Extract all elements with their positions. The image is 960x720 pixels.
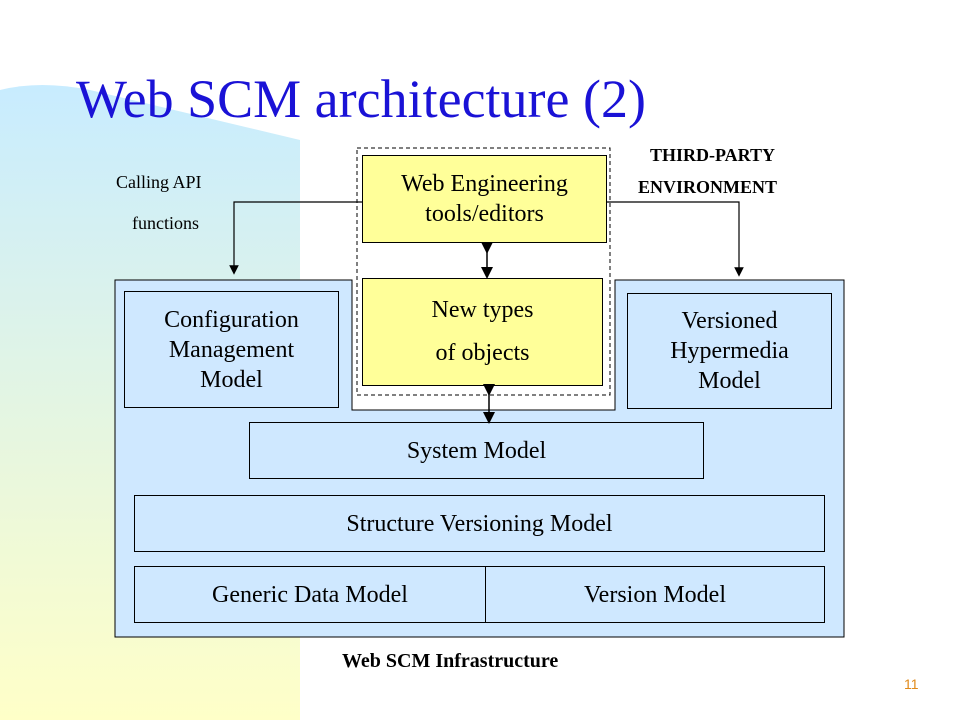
calling-api-label-2: functions <box>132 213 199 233</box>
config-mgmt-box: Configuration Management Model <box>124 291 339 408</box>
versioned-line3: Model <box>698 368 761 394</box>
connector-left <box>229 201 362 275</box>
config-line1: Configuration <box>164 306 299 333</box>
version-model-box: Version Model <box>485 566 825 623</box>
connector-right <box>607 201 744 277</box>
new-types-line1: New types <box>431 296 534 323</box>
slide-title: Web SCM architecture (2) <box>76 69 646 129</box>
versioned-line2: Hypermedia <box>670 338 789 364</box>
config-line3: Model <box>200 366 263 393</box>
system-model-box: System Model <box>249 422 704 479</box>
new-types-line2: of objects <box>435 340 530 366</box>
page-number: 11 <box>904 676 919 692</box>
versioned-line1: Versioned <box>681 308 778 334</box>
versioned-hypermedia-box: Versioned Hypermedia Model <box>627 293 832 409</box>
third-party-label-1: THIRD-PARTY <box>650 145 776 165</box>
calling-api-label-1: Calling API <box>116 172 202 192</box>
web-engineering-box: Web Engineering tools/editors <box>362 155 607 243</box>
config-line2: Management <box>168 336 295 363</box>
web-engineering-line1: Web Engineering <box>401 171 568 197</box>
generic-data-model-box: Generic Data Model <box>134 566 486 623</box>
web-engineering-line2: tools/editors <box>425 201 544 227</box>
structure-versioning-box: Structure Versioning Model <box>134 495 825 552</box>
third-party-label-2: ENVIRONMENT <box>638 177 778 197</box>
infrastructure-label: Web SCM Infrastructure <box>342 650 559 672</box>
